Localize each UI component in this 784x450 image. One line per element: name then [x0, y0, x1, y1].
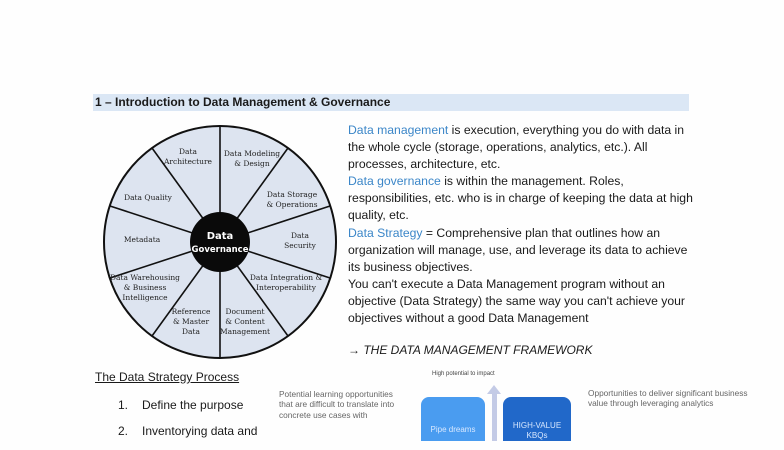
dg-term: Data governance	[348, 174, 441, 189]
process-step: 1.Define the purpose	[118, 398, 244, 412]
ds-term: Data Strategy	[348, 225, 423, 240]
dm-definition: Data management is execution, everything…	[348, 123, 685, 172]
dg-definition: Data governance is within the management…	[348, 174, 693, 223]
segment-metadata: Metadata	[124, 235, 161, 244]
process-steps-list: 1.Define the purpose 2.Inventorying data…	[118, 398, 257, 450]
process-title: The Data Strategy Process	[95, 370, 240, 384]
dm-term: Data management	[348, 123, 449, 137]
impact-matrix-figure: High potential to impact Potential learn…	[270, 365, 784, 441]
conclusion-text: You can't execute a Data Management prog…	[348, 276, 685, 326]
section-heading-bar: 1 – Introduction to Data Management & Go…	[93, 94, 689, 111]
framework-callout: → THE DATA MANAGEMENT FRAMEWORK	[348, 343, 593, 357]
ds-definition: Data Strategy = Comprehensive plan that …	[348, 225, 688, 274]
matrix-right-description: Opportunities to deliver significant bus…	[588, 388, 748, 409]
arrow-shaft	[492, 393, 497, 441]
pipe-dreams-box: Pipe dreams	[421, 397, 485, 441]
segment-storage: Data Storage& Operations	[266, 190, 317, 209]
wheel-center-line1: Data	[207, 231, 234, 242]
segment-modeling: Data Modeling& Design	[224, 149, 280, 168]
process-step: 2.Inventorying data and	[118, 424, 258, 438]
axis-label: High potential to impact	[432, 371, 495, 377]
wheel-center-line2: Governance	[192, 245, 249, 255]
segment-integration: Data Integration &Interoperability	[250, 273, 323, 292]
section-heading: 1 – Introduction to Data Management & Go…	[95, 95, 391, 109]
segment-quality: Data Quality	[124, 193, 173, 202]
arrow-up-icon	[487, 385, 501, 394]
definitions-text: Data management is execution, everything…	[348, 122, 693, 327]
matrix-left-description: Potential learning opportunities that ar…	[279, 389, 395, 420]
